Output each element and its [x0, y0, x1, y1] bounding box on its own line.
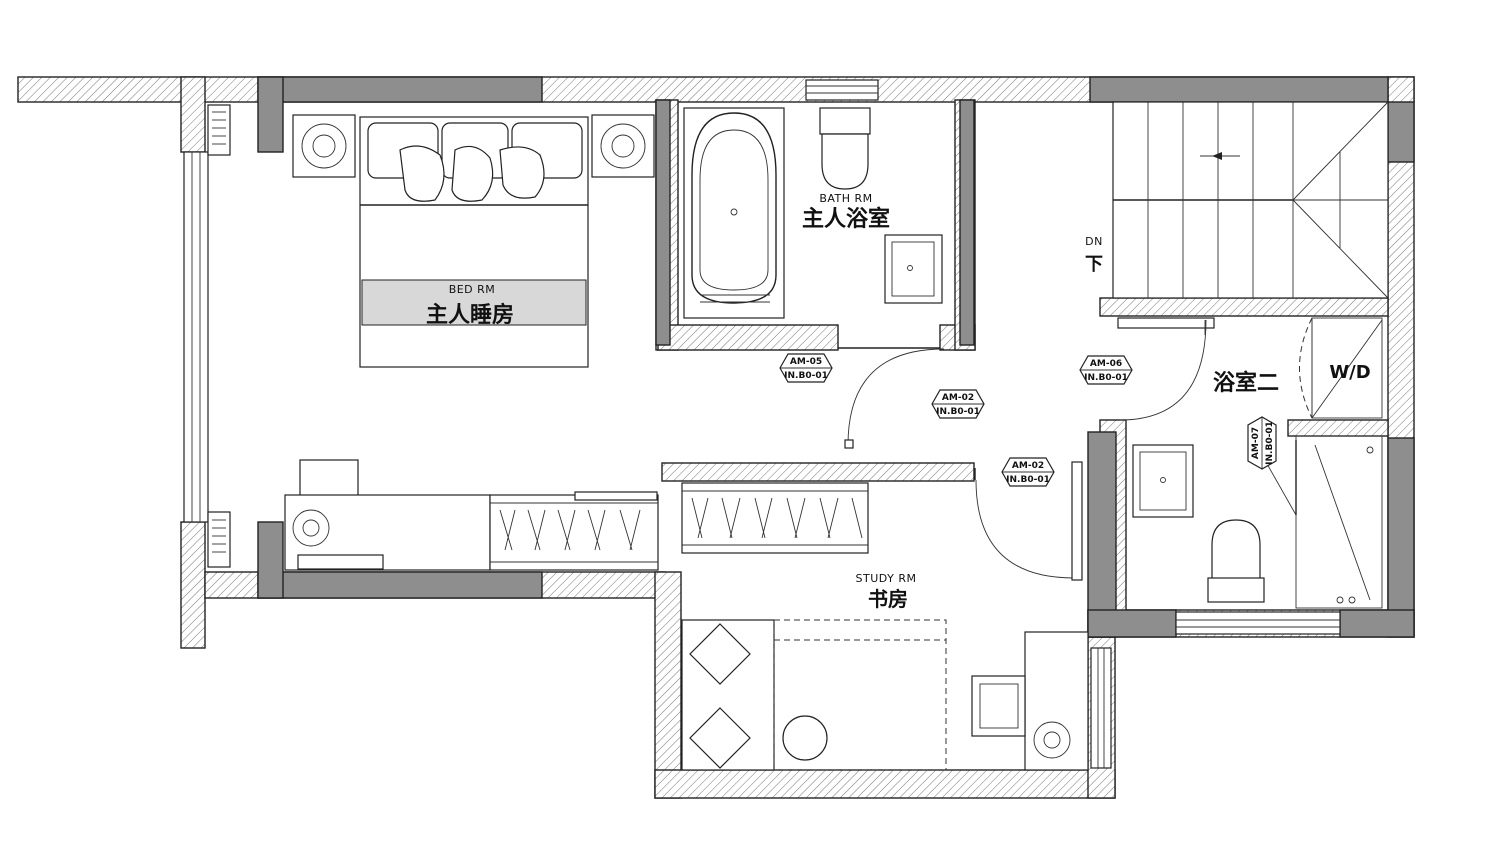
stair-en-label: DN — [1085, 235, 1103, 248]
svg-text:AM-02: AM-02 — [942, 393, 974, 403]
study-wardrobe — [681, 482, 869, 554]
elevation-tag-am07: AM-07 IN.B0-01 — [1247, 416, 1277, 470]
bath2-sink — [1132, 444, 1194, 518]
master-vanity-sink — [884, 234, 943, 304]
stair-cn-label: 下 — [1085, 254, 1103, 275]
study-cn-label: 书房 — [868, 587, 908, 611]
svg-text:IN.B0-01: IN.B0-01 — [1006, 475, 1050, 485]
bath-cn-label: 主人浴室 — [802, 206, 890, 232]
bath2-label: 浴室二 — [1213, 370, 1279, 396]
bath2-toilet — [1207, 519, 1265, 603]
windows — [183, 79, 1341, 769]
room-label-bedroom: BED RM 主人睡房 — [426, 283, 514, 328]
elevation-tag-am02-b: AM-02 IN.B0-01 — [1001, 457, 1055, 487]
svg-text:IN.B0-01: IN.B0-01 — [784, 371, 828, 381]
bathtub — [683, 107, 785, 319]
stair-label: DN 下 — [1085, 235, 1103, 275]
bedroom-wardrobe — [489, 491, 659, 571]
svg-text:IN.B0-01: IN.B0-01 — [1265, 421, 1275, 465]
bath-door — [838, 347, 945, 449]
bath2-door — [1117, 317, 1215, 421]
master-bed — [359, 116, 589, 368]
wardrobe-label: W/D — [1329, 362, 1370, 383]
master-toilet — [819, 107, 871, 190]
svg-text:AM-06: AM-06 — [1090, 359, 1122, 369]
shower-enclosure — [1261, 435, 1383, 609]
bedroom-cn-label: 主人睡房 — [426, 302, 514, 328]
wardrobe-closet — [1299, 317, 1383, 419]
structural-columns — [257, 76, 1415, 638]
bedroom-en-label: BED RM — [449, 283, 496, 296]
staircase — [1112, 101, 1389, 299]
bath2-door-b — [974, 461, 1083, 581]
bath-en-label: BATH RM — [819, 192, 872, 205]
room-label-study: STUDY RM 书房 — [856, 572, 917, 611]
radiators — [207, 104, 231, 568]
desk — [284, 459, 491, 571]
svg-text:IN.B0-01: IN.B0-01 — [1084, 373, 1128, 383]
room-label-bath: BATH RM 主人浴室 — [802, 192, 890, 232]
nightstand-lamps — [292, 114, 655, 178]
elevation-tag-am06: AM-06 IN.B0-01 — [1079, 355, 1133, 385]
svg-text:AM-05: AM-05 — [790, 357, 822, 367]
svg-text:AM-02: AM-02 — [1012, 461, 1044, 471]
study-desk — [971, 631, 1089, 771]
svg-text:AM-07: AM-07 — [1251, 427, 1261, 459]
elevation-tag-am05: AM-05 IN.B0-01 — [779, 353, 833, 383]
elevation-tag-am02-a: AM-02 IN.B0-01 — [931, 389, 985, 419]
svg-text:IN.B0-01: IN.B0-01 — [936, 407, 980, 417]
study-en-label: STUDY RM — [856, 572, 917, 585]
daybed — [681, 619, 947, 771]
